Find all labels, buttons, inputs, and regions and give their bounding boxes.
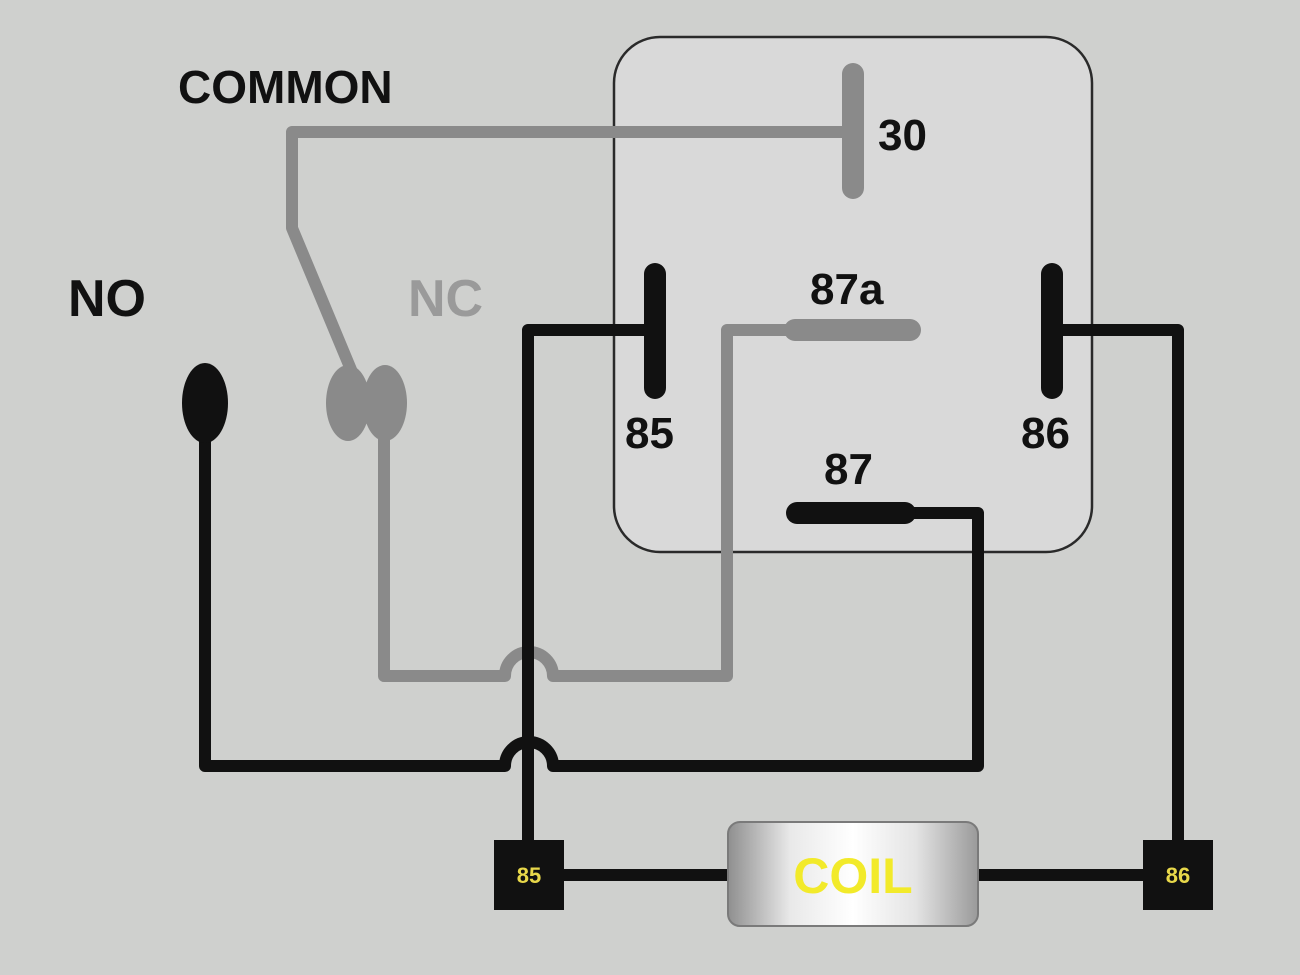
common-label: COMMON — [178, 61, 393, 113]
coil-label: COIL — [793, 848, 912, 904]
relay-body — [612, 35, 1094, 554]
terminal-85-box — [494, 840, 564, 910]
pin-86-label: 86 — [1021, 409, 1070, 458]
coil-body — [727, 821, 979, 927]
no-label: NO — [68, 270, 146, 328]
black-circuit-wires — [199, 324, 1184, 881]
pin-87a-label: 87a — [810, 265, 884, 314]
nc-label: NC — [408, 270, 483, 328]
terminal-85-label: 85 — [517, 863, 541, 888]
pin-85-wire — [522, 324, 655, 845]
pin-86-wire — [1052, 324, 1184, 845]
pin-85-label: 85 — [625, 409, 674, 458]
terminal-86-label: 86 — [1166, 863, 1190, 888]
terminal-86-box — [1143, 840, 1213, 910]
common-wire — [286, 126, 856, 378]
pin-30-label: 30 — [878, 111, 927, 160]
pin-87-label: 87 — [824, 445, 873, 494]
nc-contact-left — [326, 365, 370, 441]
no-contact — [182, 363, 228, 443]
nc-contact-right — [363, 365, 407, 441]
